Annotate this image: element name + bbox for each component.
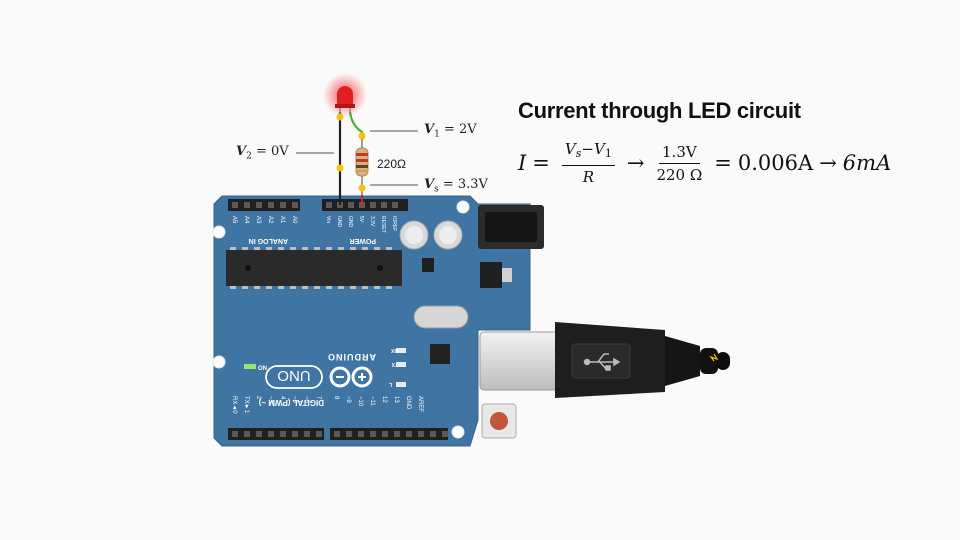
resistor-label: 220Ω — [377, 157, 406, 171]
v2-label: V2 = 0V — [236, 144, 289, 162]
formula-title: Current through LED circuit — [518, 98, 801, 123]
formula-value: 0.006A — [737, 151, 814, 175]
analog-pin-label-4: A1 — [279, 216, 285, 224]
numerator-minus: − — [581, 140, 594, 158]
uno-logo: UNO — [265, 365, 323, 389]
power-pin-label-0: Vin — [325, 216, 331, 223]
numerator-vs-subscript: s — [575, 147, 582, 160]
analog-pin-label-5: A0 — [291, 216, 297, 224]
on-label: ON — [258, 366, 267, 372]
current-formula: I = Vs−V1 R → 1.3V 220 Ω = 0.006A → 6mA — [518, 138, 891, 188]
v2-subscript: 2 — [246, 151, 252, 162]
arduino-brand: ARDUINO — [327, 352, 376, 362]
vs-subscript: s — [434, 184, 439, 195]
fraction-numerator: Vs−V1 — [561, 140, 615, 166]
digital-pin-label-b-4: 12 — [381, 396, 387, 403]
formula-arrow-2: → — [819, 151, 837, 175]
digital-pin-label-b-3: ~11 — [369, 396, 375, 406]
arduino-board: POWER ANALOG IN DIGITAL (PWM ~) ARDUINO … — [212, 195, 544, 447]
v2-value: = 0V — [255, 144, 289, 159]
numerator-v1-subscript: 1 — [604, 147, 612, 160]
digital-header-label: DIGITAL (PWM ~) — [258, 398, 324, 407]
power-pin-label-5: RESET — [380, 216, 386, 233]
vs-label: Vs = 3.3V — [424, 177, 488, 195]
v1-value: = 2V — [443, 122, 477, 137]
digital-pin-label-b-2: ~10 — [357, 396, 363, 407]
power-pin-label-1: GND — [336, 216, 342, 228]
numeric-denominator: 220 Ω — [656, 165, 703, 184]
analog-header-label: ANALOG IN — [249, 237, 288, 244]
formula-equals: = — [532, 151, 550, 175]
power-pin-label-2: GND — [347, 216, 353, 228]
power-pin-label-3: 5V — [358, 216, 364, 223]
analog-header — [228, 199, 300, 211]
formula-lhs: I — [518, 151, 527, 175]
rx-label: RX — [390, 347, 398, 353]
v2-symbol: V — [236, 144, 247, 159]
formula-equals-2: = — [714, 151, 732, 175]
analog-pin-label-3: A2 — [267, 216, 273, 224]
digital-pin-label-b-5: 13 — [393, 396, 399, 403]
uno-text: UNO — [277, 367, 310, 384]
analog-pin-label-0: A5 — [231, 216, 237, 224]
digital-pin-label-b-6: GND — [405, 396, 411, 410]
power-pin-label-6: IOREF — [391, 216, 397, 231]
tx-label: TX — [391, 361, 398, 367]
digital-pin-label-4: 4 — [279, 396, 285, 400]
digital-pin-label-b-1: ~9 — [345, 396, 351, 404]
digital-pin-label-6: ~6 — [303, 396, 309, 404]
vs-value: = 3.3V — [442, 177, 488, 192]
led — [323, 73, 367, 117]
usb-icon — [583, 353, 621, 371]
digital-pin-label-5: ~5 — [291, 396, 297, 404]
formula-arrow-1: → — [626, 151, 645, 175]
fraction-denominator: R — [582, 168, 595, 186]
usb-cable — [479, 322, 730, 398]
analog-pin-label-2: A3 — [255, 216, 261, 224]
digital-pin-label-b-0: 8 — [333, 396, 339, 400]
digital-pin-label-7: 7 — [315, 396, 321, 400]
analog-pin-label-1: A4 — [243, 216, 249, 224]
power-header-label: POWER — [350, 237, 376, 244]
numeric-numerator: 1.3V — [659, 143, 700, 164]
digital-pin-label-1: TX►1 — [243, 396, 249, 414]
formula-result: 6mA — [842, 151, 892, 175]
digital-pin-label-3: ~3 — [267, 396, 273, 404]
v1-label: V1 = 2V — [424, 122, 477, 140]
digital-pin-label-0: RX◄0 — [231, 396, 237, 414]
v1-symbol: V — [424, 122, 435, 137]
v1-subscript: 1 — [434, 129, 440, 140]
vs-symbol: V — [424, 177, 435, 192]
arduino-infinity-icon — [329, 366, 373, 388]
numerator-vs: V — [564, 140, 576, 158]
digital-pin-label-b-7: AREF — [417, 396, 423, 412]
power-pin-label-4: 3.3V — [369, 216, 375, 227]
l-label: L — [389, 381, 392, 387]
formula-fraction-symbolic: Vs−V1 R — [561, 140, 615, 186]
numerator-v1: V — [593, 140, 605, 158]
digital-pin-label-2: 2 — [255, 396, 261, 400]
formula-fraction-numeric: 1.3V 220 Ω — [656, 143, 702, 184]
